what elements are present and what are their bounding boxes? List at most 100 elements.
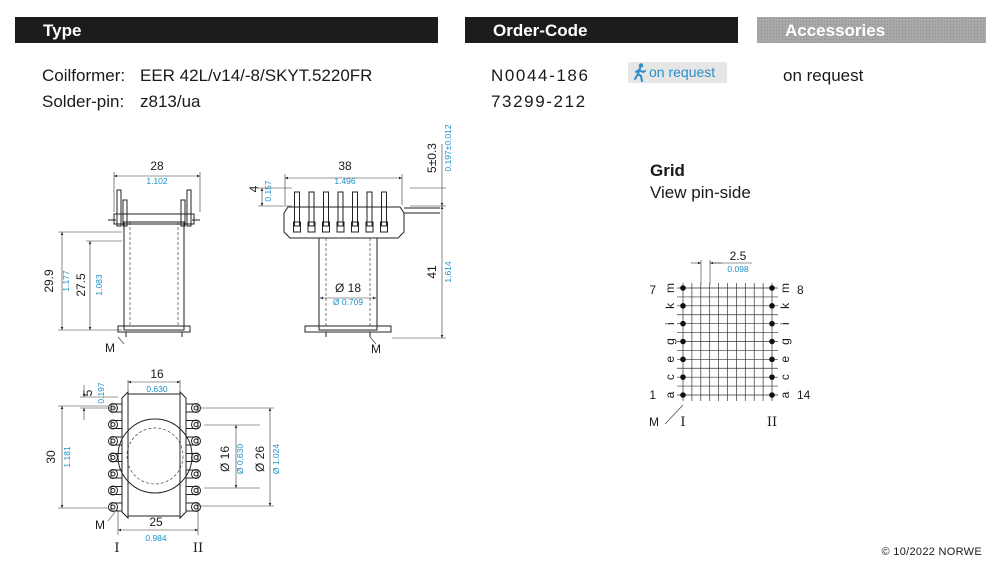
grid-right-letter: i [778,322,792,325]
bottom-pin [191,419,201,430]
grid-pin-dot-right [769,303,775,309]
dim-front-height: 29.9 [42,269,56,293]
dim-grid-pitch-inch: 0.098 [727,264,749,274]
dim-bottom-span-inch: 0.984 [145,533,167,543]
side-pin [323,191,329,227]
grid-side-I: I [680,415,685,430]
grid-pin-1: 1 [649,388,656,402]
badge-label: on request [649,64,716,80]
bottom-pin [191,469,201,479]
bottom-pin [108,419,118,430]
grid-pin-dot-left [680,338,686,345]
grid-left-letter: a [663,391,677,398]
dim-side-top-inch: 0.197±0.012 [443,124,453,171]
side-pin [337,191,344,227]
bottom-pin [191,452,201,463]
side-pin [352,191,358,227]
solderpin-label: Solder-pin: [42,92,125,111]
grid-pin-dot-right [769,285,775,291]
bottom-pin-hole [110,504,116,510]
grid-pin-dot-right [769,392,775,398]
grid-left-letter: g [663,338,677,345]
bottom-pin-hole [110,471,116,477]
grid-subtitle: View pin-side [650,183,751,202]
grid-left-letter: e [663,356,677,363]
side-pin-base [322,221,330,233]
side-pin-base [351,221,359,233]
dim-bottom-pin-offset: 5 [81,389,95,396]
accessories-value: on request [783,66,864,85]
dim-bottom-width-inch: 0.630 [146,384,168,394]
grid-pin-dot-left [680,374,686,380]
side-pin-base [380,221,388,233]
grid-left-letter: c [663,374,677,380]
grid-right-letter: e [778,356,792,363]
grid-pin-dot-right [769,320,775,327]
side-pin [308,191,315,227]
grid-pin-dot-left [680,356,686,363]
grid-pin-8: 8 [797,283,804,297]
dim-front-inner-height-inch: 1.083 [94,274,104,296]
dim-side-width: 38 [338,159,352,173]
bottom-pin-hole [193,438,199,444]
dim-bottom-height-inch: 1.181 [62,446,72,468]
bottom-pin-hole [193,455,199,460]
on-request-badge[interactable]: on request [628,62,727,83]
bottom-pin-hole [193,422,199,427]
bottom-pin [191,502,201,512]
dim-bottom-inner-diameter-inch: Ø 0.630 [235,444,245,475]
pin-grid-drawing [664,260,778,425]
grid-pin-dot-left [680,285,686,291]
copyright-footer: © 10/2022 NORWE [881,546,982,558]
side-pin [381,191,387,227]
dim-grid-pitch: 2.5 [730,249,747,263]
coilformer-value: EER 42L/v14/-8/SKYT.5220FR [140,66,373,85]
dim-side-pin-inch: 0.157 [263,180,273,202]
bottom-pin [108,502,118,512]
dim-side-pin: 4 [247,185,261,192]
grid-title: Grid [650,161,685,180]
dim-side-diameter: Ø 18 [335,281,361,295]
bottom-pin-hole [193,504,199,510]
solderpin-value: z813/ua [140,92,201,111]
bottom-view-drawing [58,380,274,535]
grid-mark: M [649,415,659,429]
walking-person-icon [634,63,646,82]
grid-left-letter: k [663,302,677,309]
bottom-pin [191,485,201,496]
order-code-2: 73299-212 [491,92,587,111]
grid-right-letter: a [778,391,792,398]
grid-side-II: II [767,415,777,430]
grid-pin-dot-left [680,303,686,309]
dim-front-width: 28 [150,159,164,173]
dim-front-inner-height: 27.5 [74,273,88,297]
dim-front-width-inch: 1.102 [146,176,168,186]
dim-bottom-outer-diameter-inch: Ø 1.024 [271,444,281,475]
bottom-pin-hole [193,471,199,477]
dim-side-height: 41 [425,265,439,279]
side-label-I: I [114,541,119,556]
mark-front: M [105,341,115,355]
grid-pin-14: 14 [797,388,811,402]
side-pin-base [365,221,374,233]
side-pin-base [336,221,345,233]
header-type: Type [15,17,438,43]
dim-bottom-width: 16 [150,367,164,381]
grid-right-letter: g [778,338,792,345]
grid-pin-dot-right [769,356,775,363]
bottom-pin-hole [110,438,116,444]
header-order-code: Order-Code [465,17,738,43]
dim-side-diameter-inch: Ø 0.709 [333,297,364,307]
grid-pin-dot-left [680,320,686,327]
side-pin-base [293,221,301,233]
bottom-pin [191,436,201,446]
grid-pin-dot-right [769,338,775,345]
bottom-pin-hole [110,422,116,427]
side-pin [294,191,300,227]
bottom-pin-hole [193,488,199,493]
grid-left-letter: m [663,283,677,293]
dim-bottom-height: 30 [44,450,58,464]
grid-pin-dot-right [769,374,775,380]
dim-bottom-span: 25 [149,515,163,529]
